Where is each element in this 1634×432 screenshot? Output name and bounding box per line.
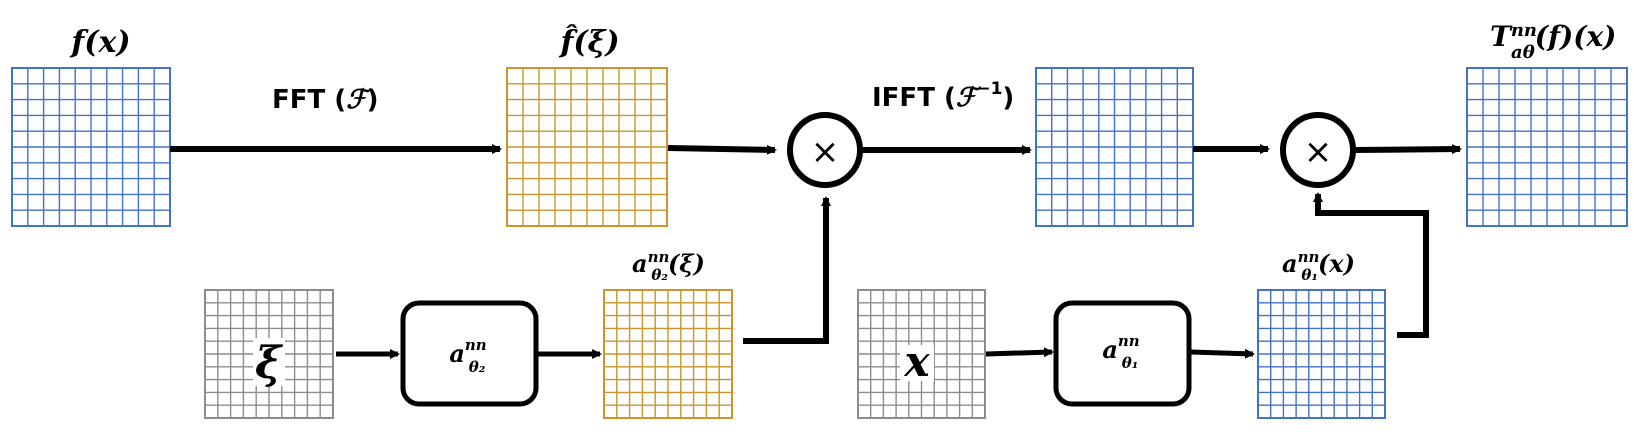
label-a2-sup: nn	[648, 248, 670, 266]
label-ifft: IFFT (ℱ−1)	[872, 79, 1014, 113]
label-fft: FFT (ℱ)	[272, 85, 379, 115]
connectors	[170, 144, 1462, 359]
multiply-node-2: ×	[1280, 112, 1356, 188]
label-ifft-text: IFFT (	[872, 83, 956, 113]
grid-f-hat	[506, 67, 668, 227]
arrow-x-to-net1	[985, 347, 1054, 358]
label-output-T-sup: nn	[1511, 20, 1537, 41]
label-a2-arg: (ξ)	[668, 249, 705, 278]
grid-a1-output	[1257, 289, 1386, 419]
net-a2-sup: nn	[465, 336, 487, 354]
label-f-x: f(x)	[69, 25, 130, 60]
multiply-symbol-1: ×	[811, 132, 840, 172]
grid-f-x	[11, 67, 171, 227]
x-symbol: x	[903, 337, 930, 386]
multiply-node-1: ×	[787, 112, 863, 188]
net-a1-main: a	[1102, 335, 1118, 364]
net-a1-sup: nn	[1118, 332, 1140, 350]
arrow-fhat-to-mult1	[667, 144, 777, 155]
label-a1-sup: nn	[1298, 248, 1320, 266]
label-output-T-main: T	[1490, 20, 1513, 53]
net-a2-main: a	[449, 339, 465, 368]
label-a1-main: a	[1282, 249, 1298, 278]
label-a2-main: a	[632, 249, 648, 278]
label-fft-text: FFT (	[272, 85, 346, 115]
path-a1-to-mult2	[1313, 192, 1429, 338]
label-a1-arg: (x)	[1318, 249, 1355, 278]
label-f-hat-xi: f̂(ξ)	[558, 25, 619, 60]
network-box-a2: ann θ₂	[400, 300, 539, 407]
net-a1-sub: θ₁	[1122, 354, 1139, 372]
x-symbol-group: x	[900, 337, 934, 386]
net-a2-sub: θ₂	[469, 358, 486, 376]
xi-symbol-group: ξ	[253, 338, 285, 389]
label-output-T-sub: aθ	[1511, 42, 1535, 63]
grid-ifft-out	[1035, 67, 1194, 227]
arrow-mult2-to-output	[1354, 144, 1462, 155]
label-a1-sub: θ₁	[1301, 266, 1318, 284]
path-a2-to-mult1	[743, 196, 831, 344]
label-ifft-sup: −1	[976, 79, 1002, 99]
grid-a2-output	[603, 289, 733, 419]
label-fft-close: )	[367, 85, 379, 115]
label-ifft-close: )	[1002, 83, 1014, 113]
network-box-a1: ann θ₁	[1053, 300, 1192, 407]
grid-x-input	[857, 289, 986, 419]
label-a2-sub: θ₂	[651, 266, 668, 284]
label-output-T-tail: (f)(x)	[1535, 20, 1617, 53]
grid-output	[1466, 67, 1628, 227]
multiply-symbol-2: ×	[1304, 132, 1333, 172]
xi-symbol: ξ	[255, 338, 283, 389]
arrow-net1-to-a1	[1190, 348, 1255, 359]
